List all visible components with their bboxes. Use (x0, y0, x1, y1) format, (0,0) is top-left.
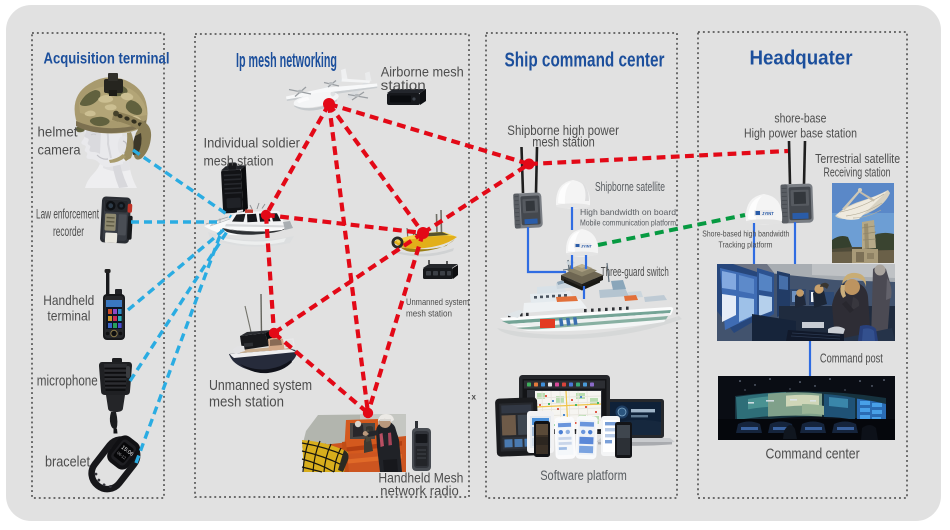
svg-text:Shipborne satellite: Shipborne satellite (595, 180, 665, 194)
svg-text:Shipborne high power: Shipborne high power (507, 122, 619, 138)
svg-text:helmet: helmet (38, 124, 78, 140)
svg-text:Terrestrial satellite: Terrestrial satellite (815, 151, 900, 166)
svg-text:mesh station: mesh station (204, 153, 274, 169)
svg-text:mesh station: mesh station (406, 309, 452, 320)
svg-text:Ship command center: Ship command center (505, 49, 665, 71)
svg-text:High power base station: High power base station (744, 125, 857, 140)
svg-text:station: station (381, 77, 426, 93)
svg-text:06-12: 06-12 (116, 450, 128, 461)
svg-text:Tracking platform: Tracking platform (719, 240, 773, 250)
svg-text:JYINT: JYINT (581, 244, 592, 248)
svg-text:x: x (472, 393, 477, 402)
svg-text:bracelet: bracelet (45, 455, 90, 471)
svg-text:mesh station: mesh station (532, 134, 595, 150)
svg-text:Command post: Command post (820, 352, 883, 366)
svg-text:microphone: microphone (37, 373, 98, 389)
svg-text:Acquisition terminal: Acquisition terminal (44, 51, 170, 68)
svg-text:mesh station: mesh station (209, 394, 284, 411)
svg-text:Airborne mesh: Airborne mesh (381, 64, 464, 80)
svg-text:Ip mesh networking: Ip mesh networking (236, 50, 337, 72)
svg-text:JYINT: JYINT (762, 211, 774, 216)
svg-text:Unmanned system: Unmanned system (209, 377, 312, 394)
svg-text:network radio: network radio (380, 482, 459, 498)
svg-text:Unmanned system: Unmanned system (406, 297, 469, 308)
svg-text:recorder: recorder (53, 224, 84, 239)
svg-text:High bandwidth on board: High bandwidth on board (580, 207, 676, 217)
svg-text:Handheld Mesh: Handheld Mesh (378, 469, 463, 485)
svg-text:camera: camera (38, 142, 81, 158)
svg-text:Individual soldier: Individual soldier (204, 135, 301, 151)
svg-text:Headquater: Headquater (750, 47, 853, 69)
svg-text:Three-guard switch: Three-guard switch (601, 265, 669, 279)
svg-text:Command center: Command center (766, 446, 860, 462)
svg-text:Handheld: Handheld (43, 292, 94, 308)
svg-text:Law enforcement: Law enforcement (36, 206, 99, 221)
svg-text:Mobile communication platform: Mobile communication platform (580, 218, 676, 228)
svg-text:Receiving station: Receiving station (824, 165, 891, 180)
svg-text:terminal: terminal (47, 308, 90, 324)
svg-text:Shore-based high bandwidth: Shore-based high bandwidth (702, 228, 789, 238)
svg-text:Software platform: Software platform (540, 468, 627, 483)
svg-text:shore-base: shore-base (774, 111, 826, 126)
